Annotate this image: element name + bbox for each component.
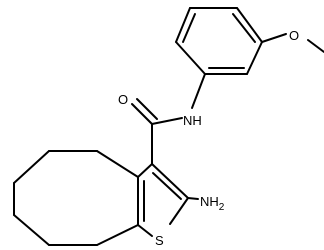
bond-aryl-5 [246, 41, 263, 75]
bond-thiophene-c3-c2-double [152, 172, 182, 200]
bond-ring-7 [96, 224, 139, 246]
carbonyl-oxygen-label: O [118, 92, 128, 107]
bond-c2-amino [187, 197, 199, 200]
bond-thiophene-c3a-c3 [137, 163, 153, 178]
methoxy-group [261, 33, 324, 53]
amino-label: NH2 [200, 194, 225, 213]
bond-thiophene-c3-c2 [151, 163, 189, 199]
amino-group [187, 197, 199, 200]
bond-aryl-methoxy-o [261, 33, 287, 43]
bond-carbonyl-co-double [136, 98, 158, 120]
thiophene-sulfur-label: S [155, 233, 164, 248]
bond-methoxy-o-ch3 [307, 39, 324, 53]
thiophene-ring [137, 163, 189, 237]
bond-ring-3 [13, 150, 50, 184]
bond-carbonyl-n [151, 117, 183, 125]
methoxy-oxygen-label: O [289, 28, 299, 43]
amide-nh-label: NH [183, 113, 202, 128]
bond-aryl-inner-1 [182, 13, 196, 43]
bond-aryl-1 [175, 41, 206, 75]
bond-n-aryl [191, 73, 206, 109]
bond-carbonyl-co [131, 103, 153, 125]
bond-thiophene-c2-s [169, 197, 189, 225]
amino-subscript-text: 2 [219, 202, 225, 213]
amide-group [131, 73, 206, 165]
cyclooctane-ring [13, 150, 139, 246]
bond-aryl-inner-2 [232, 13, 256, 43]
bond-ring-5 [13, 214, 50, 246]
amino-nh-text: NH [200, 194, 219, 209]
methoxyphenyl-ring [175, 7, 263, 75]
bond-thiophene-s-c7a [137, 224, 153, 237]
bond-aryl-4 [236, 7, 263, 43]
bond-aryl-2 [175, 7, 191, 43]
bond-ring-1 [96, 150, 139, 178]
